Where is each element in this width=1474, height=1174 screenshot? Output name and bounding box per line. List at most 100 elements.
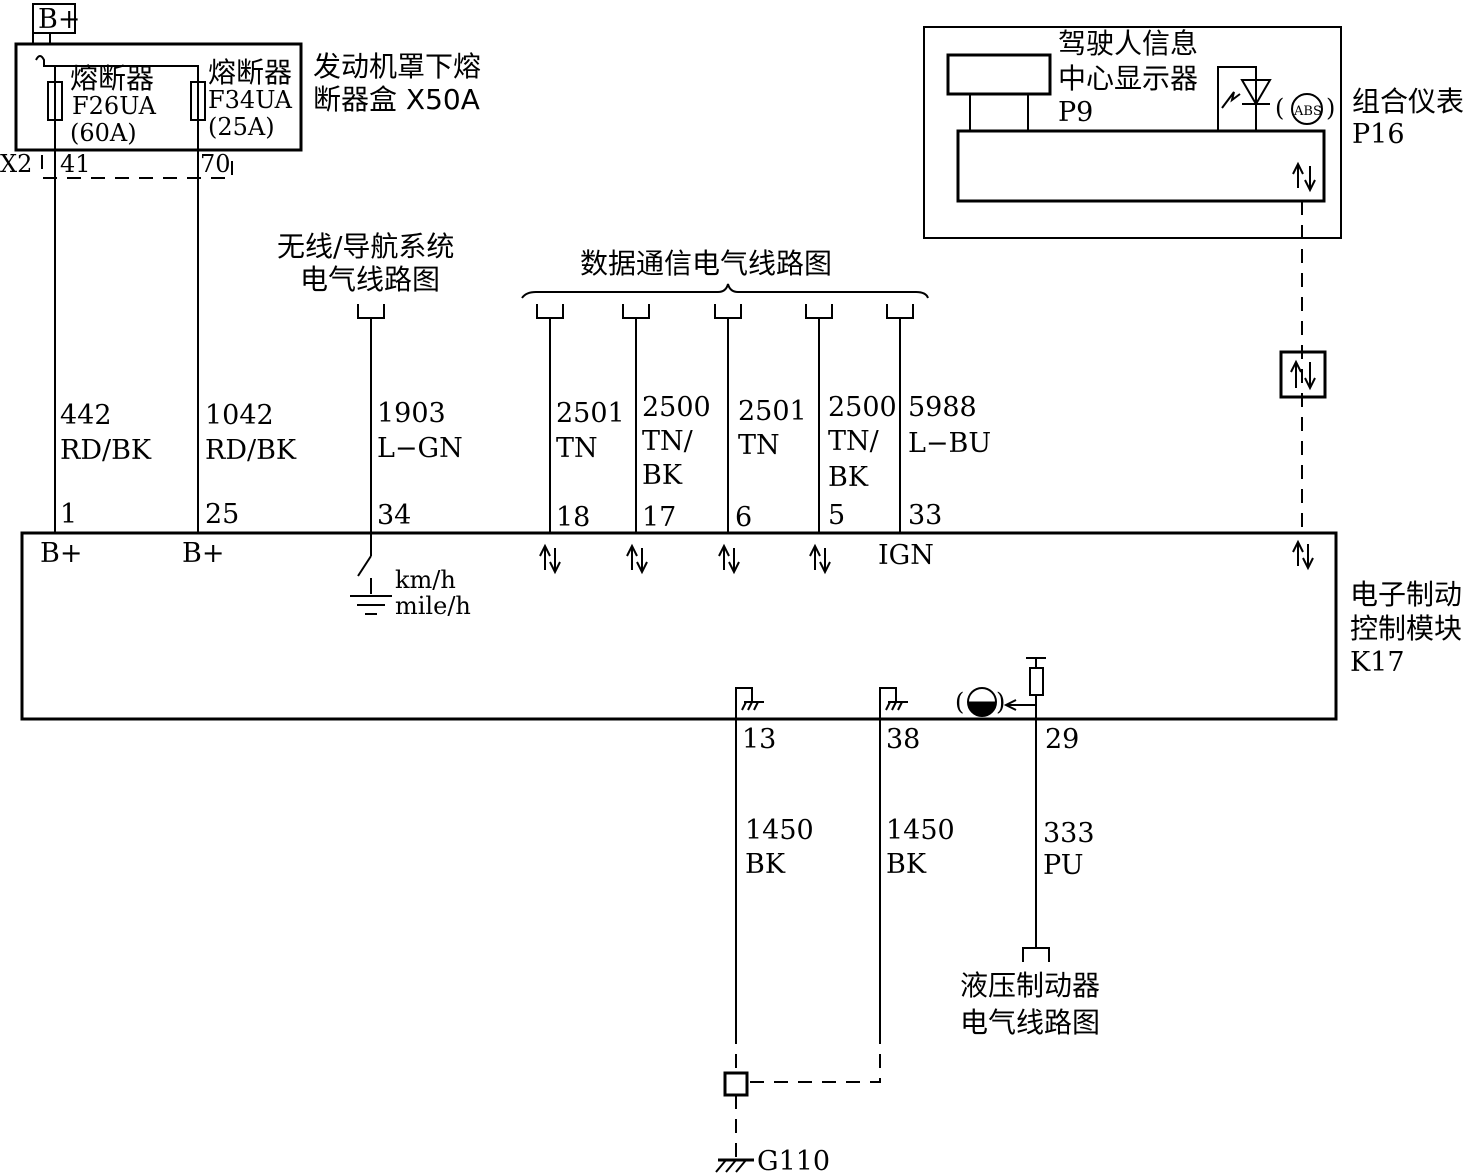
dic-id: P9 (1058, 97, 1093, 128)
connector-hydraulic-icon (1022, 947, 1050, 962)
wire-2500-a-color-1: TN/ (642, 426, 694, 457)
wire-442-color: RD/BK (60, 435, 152, 466)
connector-data-1-icon (536, 304, 564, 319)
wire-2500-b-number: 2500 (828, 392, 897, 423)
connector-data-2-icon (622, 304, 650, 319)
module-id: K17 (1350, 647, 1405, 678)
instrument-cluster-p16: 组合仪表 P16 驾驶人信息 中心显示器 P9 ( ABS ) (923, 26, 1464, 239)
wire-1042: 1042 RD/BK 25 B+ (182, 120, 297, 569)
serial-data-inline-icon (1279, 350, 1327, 399)
data-arrows-pin18-icon (539, 543, 561, 575)
ground-wire-3-number: 333 (1043, 818, 1095, 849)
ground-g110-icon (715, 1158, 754, 1173)
fuse-box-title-line1: 发动机罩下熔 (313, 50, 481, 83)
wire-2501-a-color: TN (556, 433, 598, 464)
wire-2501-pin6: 2501 TN 6 (714, 304, 807, 533)
wire-1903-number: 1903 (377, 398, 446, 429)
wire-442-inside-label: B+ (40, 538, 82, 569)
wire-2500-b-color-2: BK (828, 462, 869, 493)
fuse-2-rating: (25A) (208, 113, 275, 141)
wire-1903-pin: 34 (377, 500, 411, 531)
data-arrows-pin6-icon (718, 543, 740, 575)
module-ground-38-icon (879, 687, 908, 719)
ground-splice-icon (723, 1071, 749, 1097)
ground-wire-1-color: BK (745, 849, 786, 880)
speed-unit-kmh: km/h (395, 566, 456, 594)
ground-wire-2-pin: 38 (886, 724, 920, 755)
svg-text:): ) (1326, 94, 1335, 122)
wire-2501-b-pin: 6 (735, 502, 752, 533)
hydraulic-ref-line1: 液压制动器 (960, 969, 1100, 1002)
ground-wire-2-number: 1450 (886, 815, 955, 846)
wire-442-number: 442 (60, 400, 112, 431)
ground-wire-3-pin: 29 (1045, 724, 1079, 755)
data-arrows-pin5-icon (809, 543, 831, 575)
connector-x2-label: X2 (0, 150, 32, 178)
data-comm-ref-label: 数据通信电气线路图 (580, 247, 832, 280)
wire-1450-pin38: 38 1450 BK (748, 719, 955, 1083)
wire-1042-pin: 25 (205, 499, 239, 530)
ebcm-module-box (20, 531, 1338, 721)
wire-1042-inside-label: B+ (182, 538, 224, 569)
brake-fluid-sensor-icon: ( ) (955, 657, 1046, 719)
abs-indicator-label: ABS (1293, 104, 1322, 119)
wire-2500-b-color-1: TN/ (828, 426, 880, 457)
wire-2500-pin17: 2500 TN/ BK 17 (622, 304, 711, 533)
battery-supply-label: B+ (38, 4, 80, 35)
speed-unit-switch-icon (350, 533, 392, 615)
wire-442-pin: 1 (60, 499, 77, 530)
fuse-1-label: 熔断器 (70, 62, 154, 95)
module-title-line2: 控制模块 (1350, 612, 1462, 645)
wire-2500-pin5: 2500 TN/ BK 5 (805, 304, 897, 533)
cluster-title: 组合仪表 (1352, 85, 1464, 118)
ground-wire-1-number: 1450 (745, 815, 814, 846)
wire-5988-pin: 33 (908, 500, 942, 531)
ground-g110-label: G110 (757, 1146, 830, 1174)
fuse-2-id: F34UA (208, 86, 293, 114)
wire-2501-b-color: TN (738, 430, 780, 461)
connector-data-3-icon (714, 304, 742, 319)
wire-5988-color: L−BU (908, 428, 991, 459)
ground-wire-1-pin: 13 (742, 724, 776, 755)
dic-display-box (946, 53, 1052, 96)
wire-2501-b-number: 2501 (738, 396, 807, 427)
radio-nav-ref-line2: 电气线路图 (300, 263, 440, 296)
wire-5988-inside-label: IGN (878, 540, 934, 571)
battery-supply: B+ (32, 3, 80, 44)
radio-nav-ref-line1: 无线/导航系统 (277, 230, 454, 263)
dic-title-line2: 中心显示器 (1058, 62, 1198, 95)
wire-1042-number: 1042 (205, 400, 274, 431)
fuse-2-pin: 70 (200, 150, 231, 178)
wire-2500-a-color-2: BK (642, 460, 683, 491)
fuse-2-label: 熔断器 (208, 56, 292, 89)
wire-1042-color: RD/BK (205, 435, 297, 466)
abs-warning-icon: ( ABS ) (1275, 93, 1335, 125)
led-indicator-icon (1217, 66, 1272, 131)
dic-title-line1: 驾驶人信息 (1058, 27, 1198, 60)
wire-1903-color: L−GN (377, 433, 463, 464)
cluster-board (956, 129, 1326, 203)
fuse-box-title-line2: 断器盒 X50A (313, 83, 480, 116)
wire-2501-a-pin: 18 (556, 502, 590, 533)
connector-data-4-icon (805, 304, 833, 319)
wire-5988: 5988 L−BU 33 IGN (878, 304, 991, 571)
data-arrows-pin17-icon (626, 543, 648, 575)
wire-2501-pin18: 2501 TN 18 (536, 304, 625, 533)
svg-text:(: ( (1275, 94, 1284, 122)
module-ground-13-icon (735, 687, 764, 719)
speed-unit-mph: mile/h (395, 592, 471, 620)
ground-wire-2-color: BK (886, 849, 927, 880)
svg-text:(: ( (955, 688, 964, 716)
ground-wire-3-color: PU (1043, 850, 1083, 881)
wire-2500-a-number: 2500 (642, 392, 711, 423)
wire-442: 442 RD/BK 1 B+ (40, 120, 152, 569)
wire-5988-number: 5988 (908, 392, 977, 423)
svg-text:): ) (996, 688, 1005, 716)
wire-2501-a-number: 2501 (556, 398, 625, 429)
hydraulic-ref-line2: 电气线路图 (960, 1006, 1100, 1039)
data-arrows-cluster-icon (1292, 539, 1314, 571)
cluster-id: P16 (1352, 119, 1405, 150)
fuse-1-id: F26UA (72, 92, 157, 120)
wire-333-pin29: 29 333 PU (1022, 719, 1095, 962)
